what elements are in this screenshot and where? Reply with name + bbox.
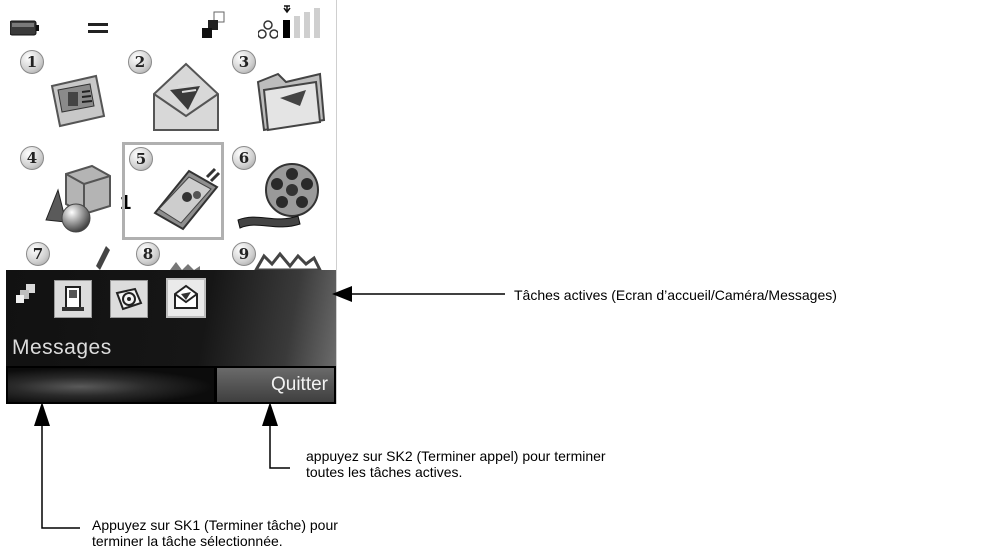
- signal-icon: [283, 5, 320, 38]
- menu-item-3[interactable]: 3: [230, 50, 330, 142]
- battery-icon: [10, 20, 39, 36]
- sk2-annotation: appuyez sur SK2 (Terminer appel) pour te…: [306, 448, 606, 480]
- sk2-arrow-head: [262, 402, 278, 426]
- tools-icon: [254, 251, 322, 270]
- tasks-arrow-head: [332, 286, 352, 302]
- sk1-arrow-head: [34, 402, 50, 426]
- softkey-bar: Quitter: [6, 366, 336, 404]
- sk2-annotation-line-1: appuyez sur SK2 (Terminer appel) pour te…: [306, 448, 606, 464]
- active-tasks-bar: Messages: [6, 270, 336, 366]
- settings-icon: [170, 262, 200, 270]
- film-reel-icon: [237, 163, 319, 229]
- sk1-arrow-line: [41, 420, 80, 529]
- messages-icon: [174, 284, 198, 309]
- item-number-badge: 8: [136, 242, 160, 266]
- item-number-badge: 7: [26, 242, 50, 266]
- menu-grid: 1 2 3: [6, 44, 336, 270]
- menu-item-7[interactable]: 7: [16, 242, 116, 270]
- bluetooth-icon: [258, 20, 278, 39]
- sk2-annotation-line-2: toutes les tâches actives.: [306, 464, 463, 480]
- equals-icon: [88, 23, 108, 33]
- softkey-1[interactable]: [8, 368, 214, 402]
- camera-icon: [115, 287, 143, 311]
- sk2-arrow-line: [269, 420, 290, 469]
- sk1-annotation-line-1: Appuyez sur SK1 (Terminer tâche) pour: [92, 517, 338, 533]
- envelope-icon: [153, 62, 219, 131]
- side-marker: 1: [120, 192, 132, 214]
- menu-item-2[interactable]: 2: [124, 50, 224, 142]
- menu-item-4[interactable]: 4: [16, 146, 116, 238]
- task-home-screen[interactable]: [54, 280, 92, 318]
- task-camera[interactable]: [110, 280, 148, 318]
- task-messages[interactable]: [166, 278, 206, 318]
- softkey-2-quit[interactable]: Quitter: [217, 368, 334, 402]
- menu-item-6[interactable]: 6: [230, 146, 330, 238]
- sk1-annotation: Appuyez sur SK1 (Terminer tâche) pour te…: [92, 517, 338, 549]
- tasks-annotation: Tâches actives (Ecran d’accueil/Caméra/M…: [514, 287, 837, 303]
- pen-icon: [96, 246, 110, 270]
- menu-item-1[interactable]: 1: [16, 50, 116, 142]
- menu-item-5[interactable]: 5: [122, 142, 224, 240]
- item-number-badge: 2: [128, 50, 152, 74]
- menu-item-8[interactable]: 8: [124, 242, 224, 270]
- item-number-badge: 3: [232, 50, 256, 74]
- sk1-annotation-line-2: terminer la tâche sélectionnée.: [92, 533, 283, 549]
- home-screen-icon: [62, 286, 84, 311]
- contact-card-icon: [50, 74, 106, 128]
- item-number-badge: 9: [232, 242, 256, 266]
- shapes-icon: [45, 164, 111, 233]
- address-book-icon: [153, 167, 221, 231]
- item-number-badge: 4: [20, 146, 44, 170]
- item-number-badge: 5: [129, 147, 153, 171]
- phone-screen: 1 2 3: [6, 0, 337, 404]
- folder-icon: [256, 72, 326, 132]
- multitask-icon: [202, 11, 225, 38]
- status-bar: [6, 0, 336, 40]
- selected-task-label: Messages: [12, 336, 112, 359]
- item-number-badge: 1: [20, 50, 44, 74]
- menu-item-9[interactable]: 9: [230, 242, 330, 270]
- item-number-badge: 6: [232, 146, 256, 170]
- multitask-indicator-icon: [16, 284, 35, 303]
